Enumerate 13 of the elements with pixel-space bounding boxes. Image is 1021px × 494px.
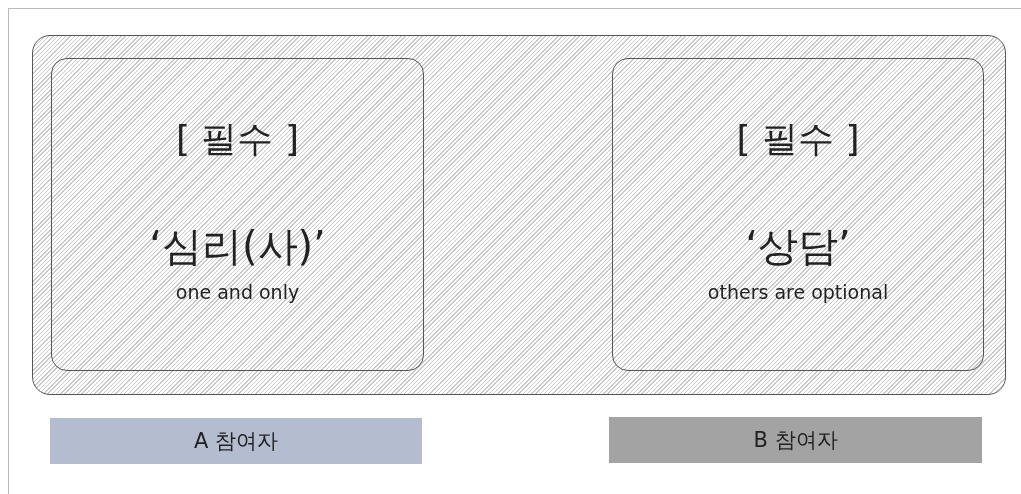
label-bar bbox=[50, 418, 422, 464]
hatched-box bbox=[51, 58, 424, 371]
subtitle-text: one and only bbox=[175, 281, 300, 303]
heading-text: [ 필수 ] bbox=[736, 117, 860, 161]
bar-label: B 참여자 bbox=[753, 427, 838, 454]
heading-text: [ 필수 ] bbox=[176, 117, 299, 161]
title-text: ‘심리(사)’ bbox=[149, 222, 326, 271]
subtitle-text: others are optional bbox=[707, 281, 889, 303]
label-bar bbox=[609, 417, 982, 463]
bar-label: A 참여자 bbox=[194, 428, 278, 455]
hatched-box bbox=[612, 58, 984, 371]
title-text: ‘상담’ bbox=[745, 222, 851, 271]
hatched-panel bbox=[32, 35, 1006, 395]
